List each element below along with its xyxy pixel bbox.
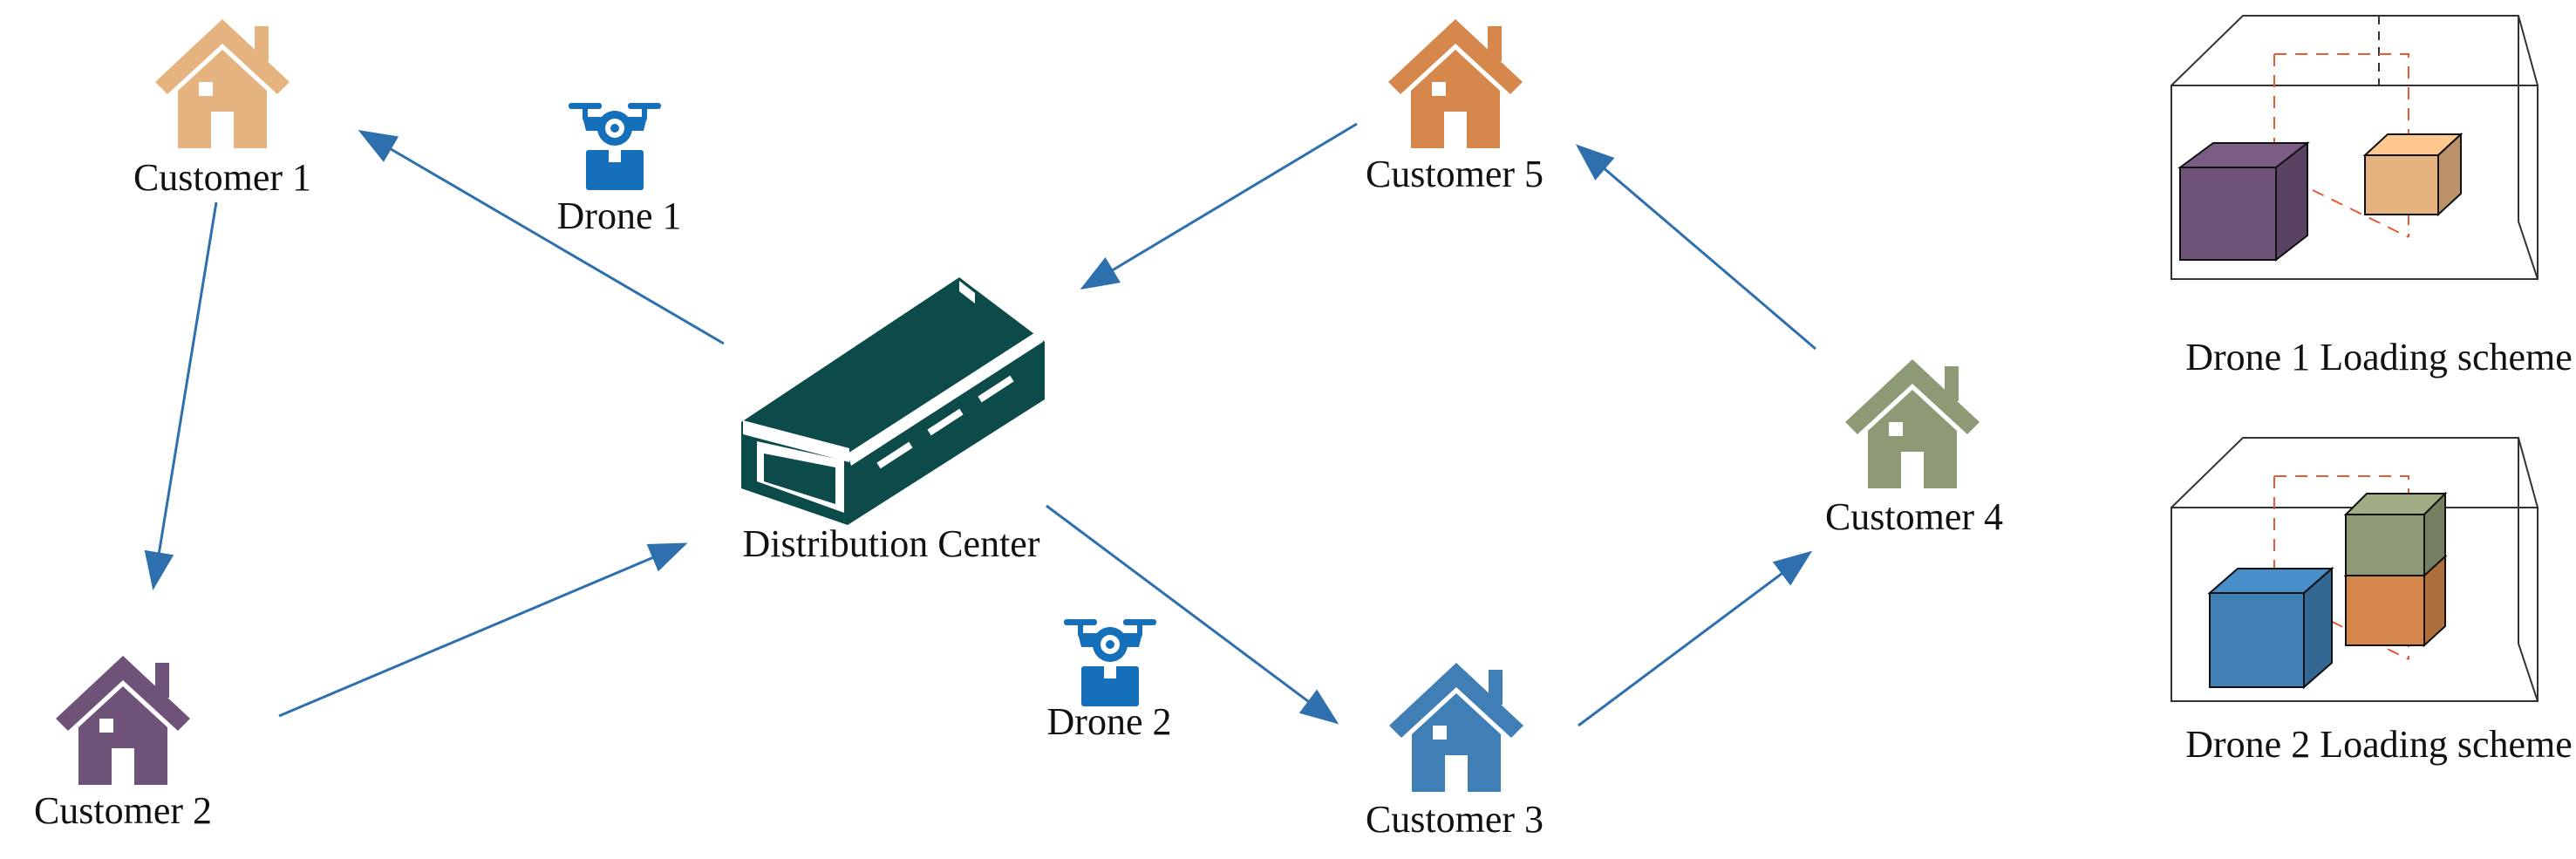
box-drone1-customer2 [2177, 140, 2310, 262]
customer-5-node: Customer 5 [1366, 19, 1544, 195]
drone-1-label: Drone 1 [557, 194, 682, 237]
house-icon [56, 656, 190, 785]
distribution-center-label: Distribution Center [743, 522, 1040, 565]
box-drone1-customer1 [2362, 132, 2464, 217]
route-arrows [144, 122, 1816, 727]
distribution-center-node: Distribution Center [741, 277, 1045, 565]
route-customer4-to-customer5 [1575, 144, 1816, 351]
box-drone2-customer3 [2207, 566, 2334, 690]
customer-1-label: Customer 1 [133, 156, 311, 199]
customer-2-label: Customer 2 [34, 789, 212, 832]
house-icon [155, 19, 290, 148]
customer-3-node: Customer 3 [1366, 663, 1544, 841]
customer-4-node: Customer 4 [1825, 359, 2003, 538]
route-customer2-to-center [278, 542, 688, 718]
customer-3-label: Customer 3 [1366, 798, 1544, 841]
cargo-bay-1 [2171, 15, 2539, 280]
drone-icon [569, 103, 661, 190]
drone-1-loading-scheme: Drone 1 Loading scheme [2171, 15, 2573, 378]
box-drone2-customer4 [2343, 491, 2448, 578]
customer-2-node: Customer 2 [34, 656, 212, 832]
drone-2-loading-scheme: Drone 2 Loading scheme [2171, 437, 2573, 766]
drone-1-loading-scheme-label: Drone 1 Loading scheme [2185, 336, 2573, 378]
house-icon [1388, 19, 1523, 148]
drone-icon [1064, 619, 1156, 706]
warehouse-icon [741, 277, 1045, 525]
route-customer5-to-center [1080, 122, 1358, 290]
house-icon [1389, 663, 1523, 792]
route-customer3-to-customer4 [1578, 550, 1813, 727]
drone-2-label: Drone 2 [1047, 700, 1172, 743]
route-customer1-to-customer2 [144, 201, 218, 590]
route-center-to-customer1 [358, 129, 725, 345]
drone-2-node: Drone 2 [1047, 619, 1172, 743]
customer-5-label: Customer 5 [1366, 153, 1544, 195]
drone-2-loading-scheme-label: Drone 2 Loading scheme [2185, 723, 2573, 766]
drone-1-node: Drone 1 [557, 103, 682, 237]
customer-4-label: Customer 4 [1825, 495, 2003, 538]
customer-1-node: Customer 1 [133, 19, 311, 199]
route-center-to-customer3 [1046, 504, 1339, 725]
house-icon [1845, 359, 1980, 488]
